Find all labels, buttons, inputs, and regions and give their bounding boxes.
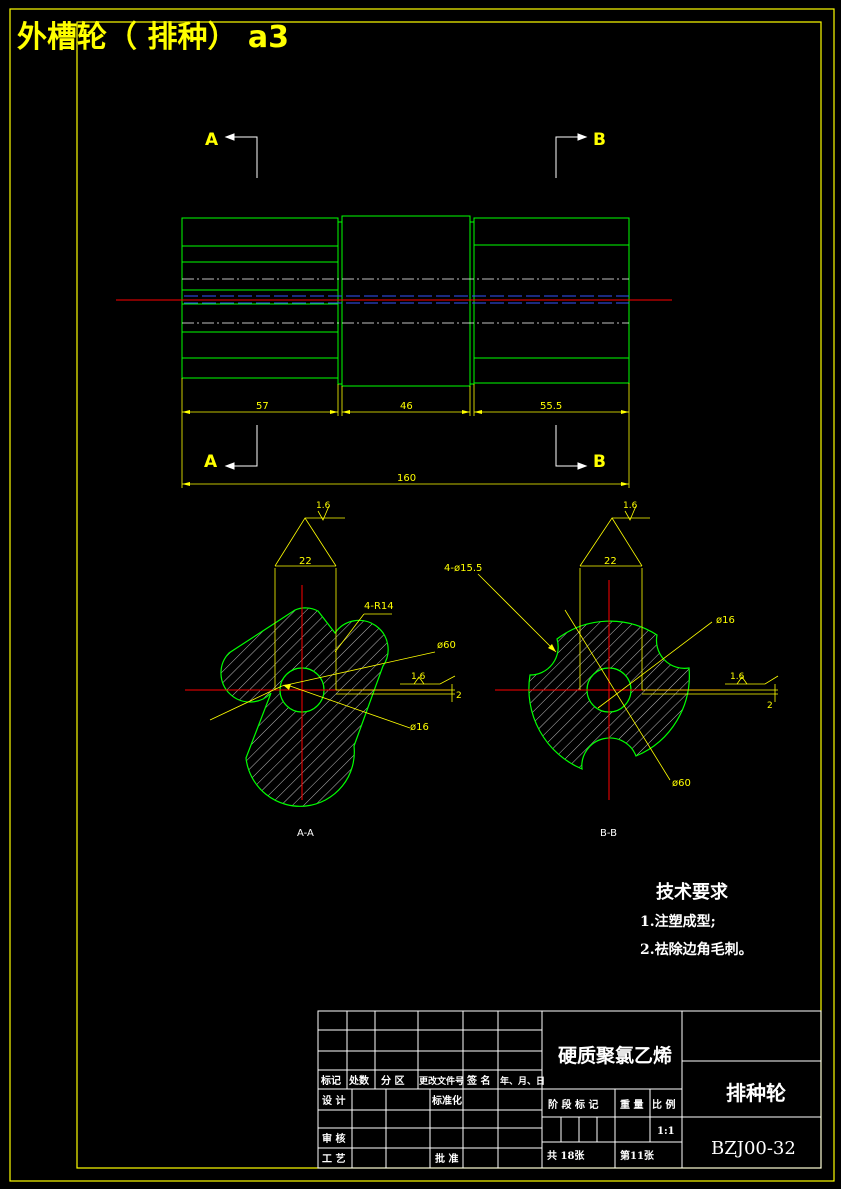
tb-weight: 重 量 (620, 1098, 643, 1111)
title-block (317, 1010, 822, 1169)
dim-a-inner: ø16 (410, 722, 429, 733)
front-view (181, 215, 630, 387)
section-mark-a-top (224, 133, 258, 178)
section-mark-b-bottom (555, 425, 588, 470)
tb-approve: 批 准 (435, 1152, 458, 1165)
side-b-small: 2 (767, 701, 773, 711)
outer-border (9, 8, 835, 1182)
dim-total: 160 (397, 473, 416, 484)
tb-sheet-no: 第11张 (620, 1149, 655, 1162)
side-a-small: 2 (456, 691, 462, 701)
tb-check: 审 核 (322, 1132, 345, 1145)
rough-a-side: 1.6 (411, 672, 426, 682)
rough-b-side: 1.6 (730, 672, 745, 682)
rough-a-top: 1.6 (316, 501, 331, 511)
view-label-b: B-B (600, 828, 617, 839)
rough-b-top: 1.6 (623, 501, 638, 511)
tb-standard: 标准化 (431, 1094, 462, 1107)
dim-len2: 46 (400, 401, 413, 412)
tb-scale: 1:1 (657, 1126, 675, 1137)
part-name: 排种轮 (726, 1081, 786, 1105)
tb-doc: 更改文件号 (419, 1075, 464, 1087)
front-view-axis (116, 278, 672, 324)
tb-scale-h: 比 例 (652, 1098, 675, 1111)
section-mark-a-bottom (224, 425, 258, 470)
tech-item-1: 1.注塑成型; (640, 913, 716, 930)
dim-len1: 57 (256, 401, 269, 412)
view-label-a: A-A (297, 828, 314, 839)
inner-border (76, 21, 822, 1169)
section-mark-b-top (555, 133, 588, 178)
dim-width-b: 22 (604, 556, 617, 567)
tb-design: 设 计 (322, 1094, 345, 1107)
tb-zone: 分 区 (381, 1074, 404, 1087)
tb-stage: 阶 段 标 记 (548, 1098, 598, 1111)
dim-b-outer: ø60 (672, 778, 691, 789)
tb-mark: 标记 (320, 1074, 341, 1087)
section-b-b (477, 505, 779, 800)
dim-a-outer: ø60 (437, 640, 456, 651)
dim-a-radius: 4-R14 (364, 601, 394, 612)
tb-count: 处数 (348, 1074, 370, 1087)
dimension-arrows (182, 410, 629, 486)
drawing-title: 外槽轮（ 排种） a3 (17, 20, 289, 55)
tb-sign: 签 名 (466, 1074, 490, 1087)
tb-total-sheets: 共 18张 (547, 1149, 585, 1162)
dim-len3: 55.5 (540, 401, 562, 412)
dim-width-a: 22 (299, 556, 312, 567)
title-block-labels: 标记 处数 分 区 更改文件号 签 名 年、月、日 设 计 标准化 阶 段 标 … (320, 1074, 675, 1165)
section-label-b-top: B (593, 130, 606, 150)
section-a-a (185, 505, 456, 807)
dim-b-holes: 4-ø15.5 (444, 563, 482, 574)
tb-date: 年、月、日 (500, 1075, 545, 1087)
section-label-b-bottom: B (593, 452, 606, 472)
front-dimensions (181, 378, 630, 488)
tech-item-2: 2.祛除边角毛刺。 (640, 941, 753, 958)
drawing-number: BZJ00-32 (711, 1138, 796, 1159)
dim-b-inner: ø16 (716, 615, 735, 626)
tech-heading: 技术要求 (656, 881, 729, 903)
tb-process: 工 艺 (322, 1152, 345, 1165)
material: 硬质聚氯乙烯 (558, 1044, 672, 1067)
section-label-a-top: A (205, 130, 219, 150)
section-label-a-bottom: A (204, 452, 218, 472)
